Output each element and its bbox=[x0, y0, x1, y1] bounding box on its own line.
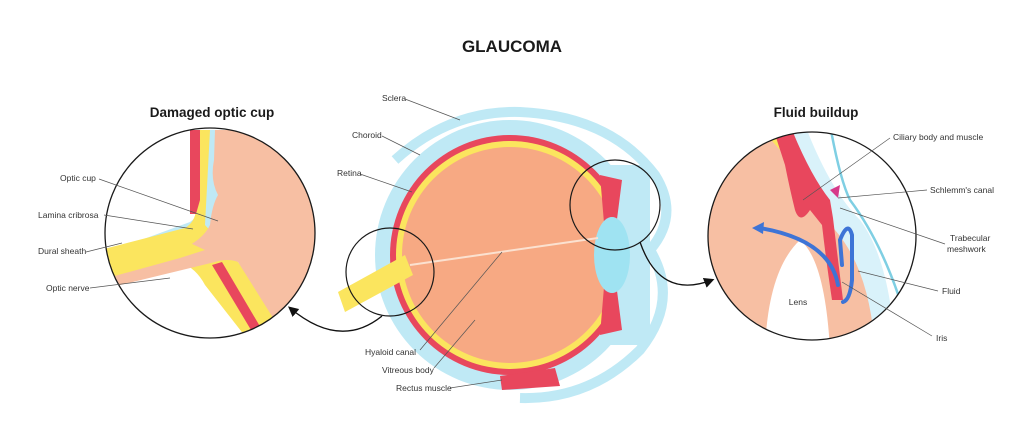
ciliary-body-and-iris bbox=[772, 132, 843, 300]
label-iris: Iris bbox=[936, 333, 947, 343]
label-hyaloid-canal: Hyaloid canal bbox=[365, 347, 416, 357]
optic-cup-zoom bbox=[105, 128, 315, 338]
lens bbox=[594, 217, 630, 293]
left-zoom-circle bbox=[104, 127, 316, 339]
left-panel-title: Damaged optic cup bbox=[150, 105, 275, 120]
lamina-cribrosa bbox=[105, 130, 300, 338]
label-choroid: Choroid bbox=[352, 130, 382, 140]
hyaloid-canal bbox=[409, 237, 599, 266]
vitreous-body bbox=[402, 147, 618, 363]
choroid-lower bbox=[212, 262, 268, 338]
schlemms-canal bbox=[830, 185, 840, 198]
label-rectus-muscle: Rectus muscle bbox=[396, 383, 452, 393]
diagram-title: GLAUCOMA bbox=[462, 37, 562, 56]
choroid-upper bbox=[190, 130, 200, 214]
label-schlemms-canal: Schlemm's canal bbox=[930, 185, 994, 195]
label-optic-nerve: Optic nerve bbox=[46, 283, 90, 293]
optic-nerve bbox=[338, 255, 413, 312]
right-panel-title: Fluid buildup bbox=[774, 105, 859, 120]
label-vitreous-body: Vitreous body bbox=[382, 365, 435, 375]
label-sclera: Sclera bbox=[382, 93, 406, 103]
rectus-muscle bbox=[500, 368, 560, 390]
fluid-flow-arrow bbox=[758, 226, 854, 304]
label-fluid: Fluid bbox=[942, 286, 961, 296]
arrow-to-right-panel bbox=[639, 241, 715, 288]
label-lens: Lens bbox=[789, 297, 807, 307]
fluid-buildup-zoom bbox=[708, 132, 916, 340]
optic-cup-tissue bbox=[105, 130, 315, 338]
sclera-outer bbox=[391, 106, 672, 404]
optic-zoom-marker bbox=[345, 227, 435, 317]
label-dural-sheath: Dural sheath bbox=[38, 246, 86, 256]
right-zoom-circle bbox=[707, 131, 917, 341]
label-lamina-cribrosa: Lamina cribrosa bbox=[38, 210, 99, 220]
label-ciliary-body: Ciliary body and muscle bbox=[893, 132, 984, 142]
lens-area bbox=[765, 240, 830, 340]
label-retina: Retina bbox=[337, 168, 362, 178]
label-meshwork: meshwork bbox=[947, 244, 986, 254]
ciliary-body bbox=[600, 175, 622, 335]
eye-cross-section bbox=[338, 106, 672, 404]
label-trabecular: Trabecular bbox=[950, 233, 990, 243]
fluid-zoom-marker bbox=[569, 159, 661, 251]
label-optic-cup: Optic cup bbox=[60, 173, 96, 183]
optic-nerve-band bbox=[105, 243, 205, 280]
arrow-to-left-panel bbox=[288, 306, 383, 332]
